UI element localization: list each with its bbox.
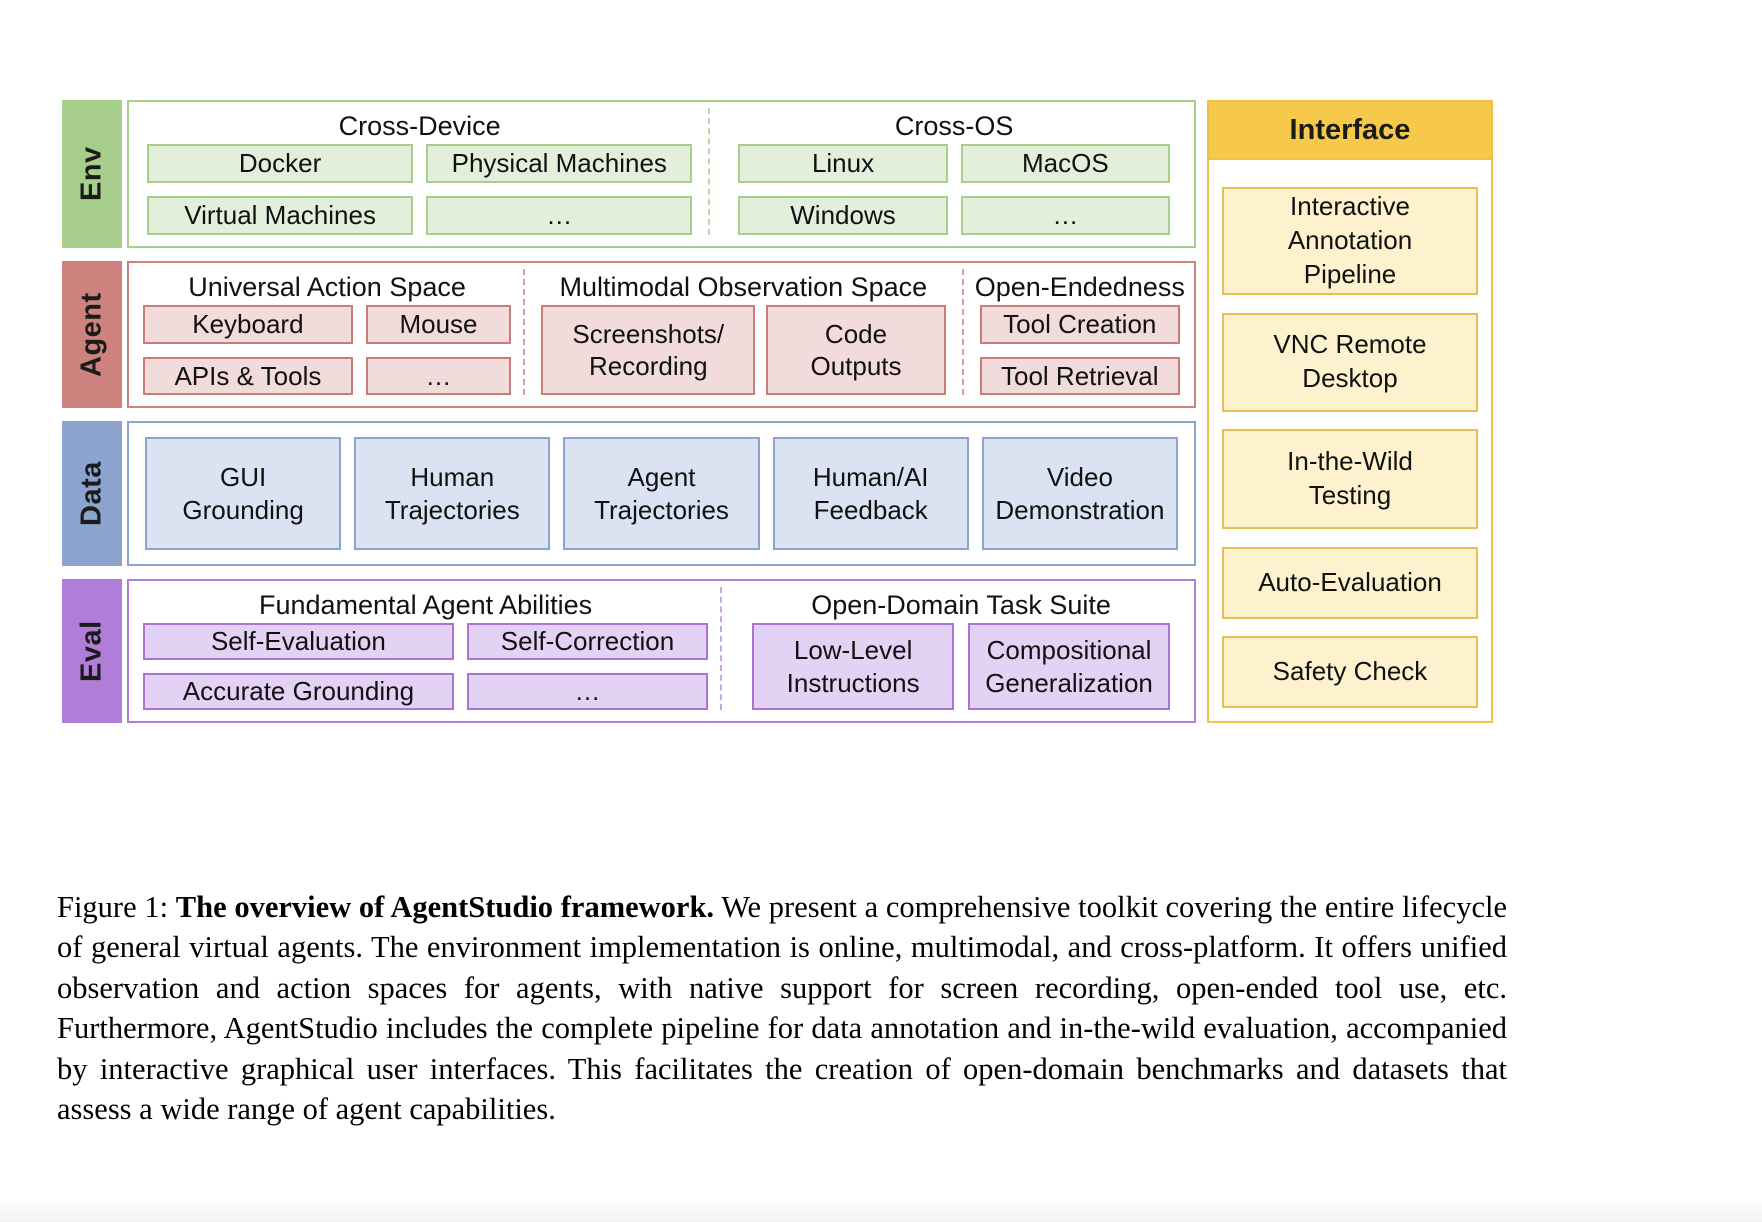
multimodal-observation-space-section: Multimodal Observation Space Screenshots… [525,269,961,395]
low-level-instructions-box: Low-Level Instructions [752,623,955,710]
caption-bold-title: The overview of AgentStudio framework. [175,889,715,924]
screenshots-recording-box: Screenshots/ Recording [541,305,756,395]
open-endedness-section: Open-Endedness Tool Creation Tool Retrie… [964,269,1185,395]
universal-action-space-title: Universal Action Space [188,271,466,302]
data-row-body: GUI Grounding Human Trajectories Agent T… [127,421,1196,566]
eval-row-body: Fundamental Agent Abilities Self-Evaluat… [127,579,1196,723]
figure-caption: Figure 1: The overview of AgentStudio fr… [57,887,1507,1130]
agent-trajectories-box: Agent Trajectories [563,437,760,550]
virtual-machines-box: Virtual Machines [147,196,414,235]
universal-action-space-section: Universal Action Space Keyboard Mouse AP… [143,269,523,395]
device-ellipsis-box: … [426,196,693,235]
eval-row: Eval Fundamental Agent Abilities Self-Ev… [62,579,1196,723]
human-ai-feedback-box: Human/AI Feedback [772,437,969,550]
physical-machines-box: Physical Machines [426,144,693,183]
caption-prefix: Figure 1: [57,889,176,924]
multimodal-observation-space-title: Multimodal Observation Space [559,271,928,302]
env-row-label: Env [62,100,122,248]
gui-grounding-box: GUI Grounding [145,437,342,550]
safety-check-item: Safety Check [1222,636,1478,708]
in-the-wild-testing-item: In-the-Wild Testing [1222,429,1478,529]
dashed-divider [961,269,964,395]
mouse-box: Mouse [365,305,512,344]
cross-os-section: Cross-OS Linux MacOS Windows … [710,108,1176,235]
os-ellipsis-box: … [960,196,1170,235]
open-domain-task-suite-title: Open-Domain Task Suite [811,589,1111,620]
interface-header: Interface [1207,100,1493,160]
eval-row-label: Eval [62,579,122,723]
dashed-divider [720,587,723,710]
self-evaluation-box: Self-Evaluation [143,623,454,660]
action-ellipsis-box: … [365,356,512,395]
interface-body: Interactive Annotation Pipeline VNC Remo… [1207,160,1493,723]
self-correction-box: Self-Correction [466,623,709,660]
compositional-generalization-box: Compositional Generalization [968,623,1170,710]
cross-device-section: Cross-Device Docker Physical Machines Vi… [147,108,708,235]
open-endedness-title: Open-Endedness [974,271,1185,302]
framework-rows: Env Cross-Device Docker Physical Machine… [62,100,1196,723]
data-row: Data GUI Grounding Human Trajectories Ag… [62,421,1196,566]
human-trajectories-box: Human Trajectories [354,437,551,550]
caption-body: We present a comprehensive toolkit cover… [57,889,1508,1127]
dashed-divider [523,269,526,395]
video-demonstration-box: Video Demonstration [981,437,1179,550]
figure-1-diagram: Env Cross-Device Docker Physical Machine… [62,100,1493,723]
interface-column: Interface Interactive Annotation Pipelin… [1207,100,1493,723]
cross-device-title: Cross-Device [338,110,501,141]
vnc-remote-desktop-item: VNC Remote Desktop [1222,312,1478,412]
apis-tools-box: APIs & Tools [143,356,353,395]
agent-row-body: Universal Action Space Keyboard Mouse AP… [127,261,1196,408]
cross-os-title: Cross-OS [894,110,1014,141]
fundamental-agent-abilities-section: Fundamental Agent Abilities Self-Evaluat… [143,587,720,710]
accurate-grounding-box: Accurate Grounding [143,673,454,710]
macos-box: MacOS [960,144,1170,183]
linux-box: Linux [738,144,948,183]
code-outputs-box: Code Outputs [766,305,946,395]
open-domain-task-suite-section: Open-Domain Task Suite Low-Level Instruc… [722,587,1180,710]
keyboard-box: Keyboard [143,305,353,344]
auto-evaluation-item: Auto-Evaluation [1222,546,1478,619]
agent-row: Agent Universal Action Space Keyboard Mo… [62,261,1196,408]
dashed-divider [708,108,711,235]
data-row-label: Data [62,421,122,566]
agent-row-label: Agent [62,261,122,408]
windows-box: Windows [738,196,948,235]
fundamental-agent-abilities-title: Fundamental Agent Abilities [258,589,593,620]
docker-box: Docker [147,144,414,183]
tool-retrieval-box: Tool Retrieval [979,356,1180,395]
env-row: Env Cross-Device Docker Physical Machine… [62,100,1196,248]
interactive-annotation-pipeline-item: Interactive Annotation Pipeline [1222,187,1478,295]
tool-creation-box: Tool Creation [979,305,1180,344]
env-row-body: Cross-Device Docker Physical Machines Vi… [127,100,1196,248]
eval-ellipsis-box: … [466,673,709,710]
